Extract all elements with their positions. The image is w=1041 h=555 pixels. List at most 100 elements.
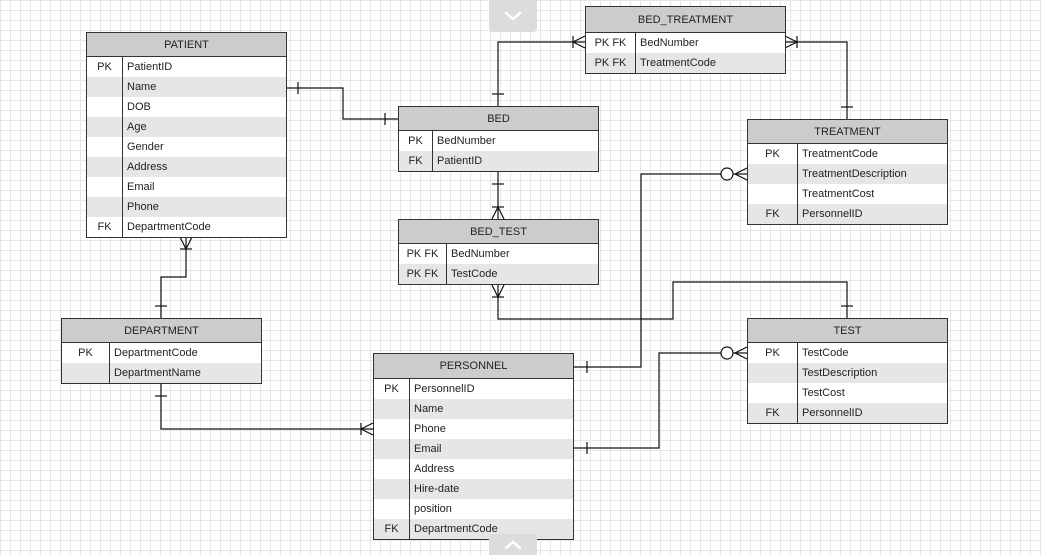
rel-patient-bed [287, 82, 398, 125]
attribute-row[interactable]: Phone [87, 197, 286, 217]
attribute-row[interactable]: Email [374, 439, 573, 459]
key-cell: PK FK [586, 53, 636, 73]
attribute-row[interactable]: Name [87, 77, 286, 97]
field-name: Hire-date [414, 483, 460, 495]
attribute-row[interactable]: Hire-date [374, 479, 573, 499]
key-cell: FK [399, 151, 433, 171]
expand-bottom-tab[interactable] [489, 534, 537, 555]
rel-personnel-treatment [573, 167, 748, 373]
field-name: TreatmentDescription [802, 168, 907, 180]
key-cell [374, 499, 410, 519]
field-name: Address [414, 463, 455, 475]
rel-test-bedtest [491, 281, 853, 320]
attribute-row[interactable]: FK PersonnelID [748, 403, 947, 423]
attribute-row[interactable]: PK DepartmentCode [62, 343, 261, 363]
field-name: BedNumber [451, 248, 510, 260]
field-name: TestCost [802, 387, 845, 399]
field-name: Email [414, 443, 442, 455]
key-cell [87, 77, 123, 97]
attribute-row[interactable]: PK PatientID [87, 57, 286, 77]
attribute-row[interactable]: Name [374, 399, 573, 419]
attribute-row[interactable]: Age [87, 117, 286, 137]
attribute-row[interactable]: Phone [374, 419, 573, 439]
attribute-row[interactable]: DOB [87, 97, 286, 117]
attribute-row[interactable]: TestDescription [748, 363, 947, 383]
field-name: TreatmentCode [640, 57, 717, 69]
key-cell [62, 363, 110, 383]
attribute-row[interactable]: Address [374, 459, 573, 479]
attribute-row[interactable]: DepartmentName [62, 363, 261, 383]
rel-department-personnel [155, 384, 374, 436]
field-name: DepartmentName [114, 367, 201, 379]
attribute-row[interactable]: position [374, 499, 573, 519]
field-name: DOB [127, 101, 151, 113]
patient-title: PATIENT [87, 33, 286, 57]
field-name: Address [127, 161, 168, 173]
key-cell: PK [62, 343, 110, 363]
rel-department-patient [155, 236, 193, 319]
key-cell: PK [399, 131, 433, 151]
personnel-title: PERSONNEL [374, 354, 573, 379]
key-cell [87, 117, 123, 137]
field-name: Name [127, 81, 157, 93]
rel-personnel-test [573, 346, 748, 454]
attribute-row[interactable]: Gender [87, 137, 286, 157]
field-name: Name [414, 403, 444, 415]
field-name: PersonnelID [802, 407, 863, 419]
attribute-row[interactable]: FK PatientID [399, 151, 598, 171]
field-name: Email [127, 181, 155, 193]
attribute-row[interactable]: PK TreatmentCode [748, 144, 947, 164]
key-cell [374, 399, 410, 419]
field-name: TreatmentCode [802, 148, 879, 160]
key-cell [374, 479, 410, 499]
field-name: Gender [127, 141, 164, 153]
key-cell: PK FK [586, 33, 636, 53]
field-name: PatientID [127, 61, 173, 73]
field-name: Age [127, 121, 147, 133]
attribute-row[interactable]: TestCost [748, 383, 947, 403]
attribute-row[interactable]: TreatmentDescription [748, 164, 947, 184]
bed-treatment-title: BED_TREATMENT [586, 7, 785, 33]
field-name: TestCode [802, 347, 849, 359]
key-cell: FK [748, 403, 798, 423]
rel-bed-bedtreatment [492, 35, 586, 107]
key-cell [87, 97, 123, 117]
test-title: TEST [748, 319, 947, 343]
field-name: TreatmentCost [802, 188, 875, 200]
attribute-row[interactable]: PK FK TreatmentCode [586, 53, 785, 73]
bed-title: BED [399, 107, 598, 131]
attribute-row[interactable]: Address [87, 157, 286, 177]
key-cell [748, 363, 798, 383]
field-name: PatientID [437, 155, 483, 167]
field-name: DepartmentCode [114, 347, 198, 359]
key-cell: PK [87, 57, 123, 77]
attribute-row[interactable]: PK TestCode [748, 343, 947, 363]
key-cell: PK [748, 144, 798, 164]
attribute-row[interactable]: TreatmentCost [748, 184, 947, 204]
collapse-top-tab[interactable] [489, 0, 537, 32]
key-cell [374, 419, 410, 439]
attribute-row[interactable]: Email [87, 177, 286, 197]
key-cell [374, 439, 410, 459]
bed-test-title: BED_TEST [399, 220, 598, 244]
chevron-up-icon [504, 540, 522, 550]
key-cell: PK [748, 343, 798, 363]
